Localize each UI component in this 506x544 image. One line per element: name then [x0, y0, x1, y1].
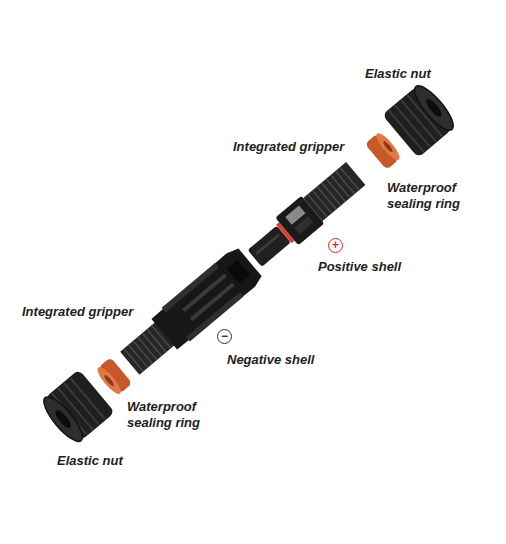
part-label: Integrated gripper [233, 139, 344, 155]
polarity-symbol: + [328, 238, 343, 253]
part-label: Integrated gripper [22, 304, 133, 320]
part-label: Waterproof sealing ring [127, 399, 227, 431]
part-label: Negative shell [227, 352, 314, 368]
part-label: Elastic nut [57, 453, 123, 469]
part-label: Elastic nut [365, 66, 431, 82]
part-label: Waterproof sealing ring [387, 180, 479, 212]
polarity-symbol: − [217, 329, 232, 344]
part-label: Positive shell [318, 259, 401, 275]
